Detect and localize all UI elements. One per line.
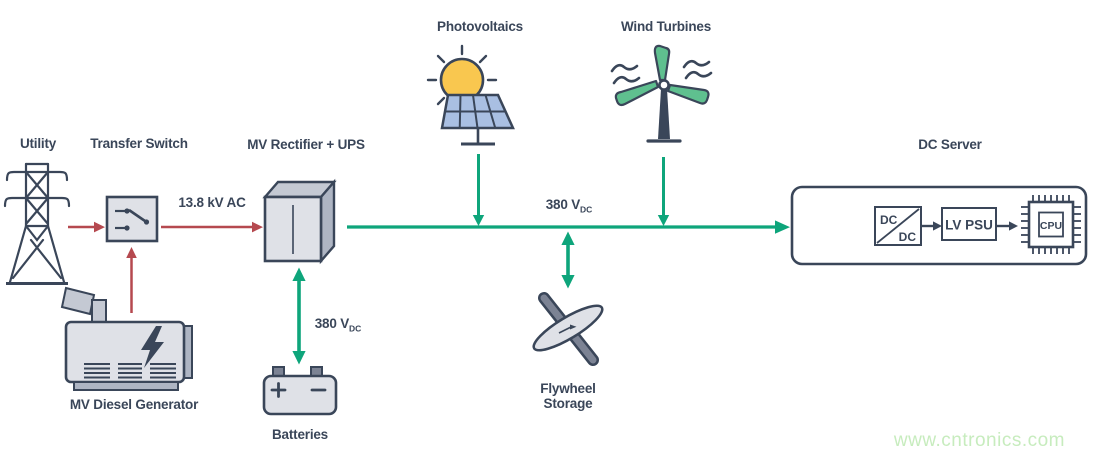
dc-server-label: DC Server	[918, 137, 982, 152]
arrow-bus-batteries-bidirectional	[292, 267, 306, 365]
flywheel-icon	[532, 292, 604, 366]
turbine-hub	[658, 79, 670, 91]
arrow-dcdc-to-psu	[921, 221, 942, 231]
watermark: www.cntronics.com	[893, 430, 1065, 451]
battery-voltage-label: 380 VDC	[314, 316, 362, 334]
batteries-label: Batteries	[272, 427, 328, 442]
arrow-utility-to-switch	[68, 221, 105, 233]
photovoltaics-label: Photovoltaics	[437, 19, 523, 34]
rectifier-ups-cabinet-icon	[262, 178, 337, 265]
solar-panel-grid	[445, 94, 506, 129]
generator-vents	[84, 363, 176, 379]
arrow-bus-flywheel-bidirectional	[561, 231, 575, 289]
lightning-bolt-icon	[141, 326, 164, 368]
utility-label: Utility	[19, 136, 57, 151]
rotation-arrow	[558, 324, 577, 334]
arrow-psu-to-cpu	[996, 221, 1018, 231]
dcdc-converter: DC DC	[874, 206, 922, 246]
wind-waves	[610, 59, 713, 85]
lv-psu-label: LV PSU	[945, 218, 993, 233]
turbine-blades	[614, 44, 710, 107]
arrow-switch-to-rectifier	[161, 221, 263, 233]
transfer-switch-label: Transfer Switch	[90, 136, 188, 151]
cpu-chip: CPU	[1021, 195, 1081, 254]
exhaust-pipe	[91, 299, 107, 325]
exhaust-duct	[60, 286, 96, 316]
battery-terminals	[270, 382, 327, 398]
arrow-generator-to-switch	[126, 247, 137, 313]
dcdc-top-label: DC	[880, 213, 898, 227]
rectifier-ups-label: MV Rectifier + UPS	[247, 137, 365, 152]
wind-turbines-label: Wind Turbines	[620, 19, 712, 34]
transfer-switch-icon	[105, 195, 159, 243]
dc-server-icon: DC DC LV PSU	[790, 185, 1088, 266]
dc-bus-line	[347, 220, 790, 234]
cpu-pins	[1021, 195, 1081, 254]
utility-tower-icon	[3, 162, 71, 285]
arrow-pv-to-bus	[472, 154, 485, 226]
dc-bus-voltage-label: 380 VDC	[545, 197, 593, 215]
lv-psu: LV PSU	[941, 207, 997, 241]
battery-icon	[262, 366, 338, 416]
ac-voltage-label: 13.8 kV AC	[178, 195, 246, 210]
flywheel-storage-label: Flywheel Storage	[540, 381, 596, 411]
diesel-generator-icon	[60, 286, 193, 391]
photovoltaics-icon	[426, 44, 515, 146]
cpu-label: CPU	[1040, 220, 1062, 232]
diesel-generator-label: MV Diesel Generator	[69, 397, 199, 412]
dcdc-bottom-label: DC	[899, 230, 917, 244]
switch-contacts	[115, 208, 150, 231]
wind-turbine-icon	[610, 44, 713, 143]
arrow-wind-to-bus	[657, 157, 670, 226]
